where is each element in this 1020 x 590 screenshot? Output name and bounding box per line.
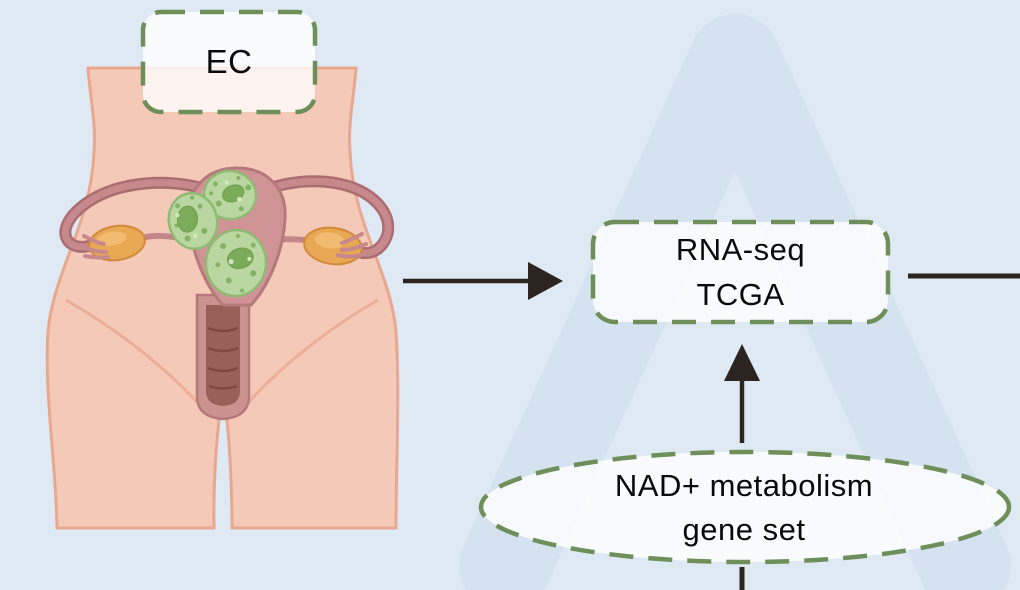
fimbriae <box>78 232 368 260</box>
rnaseq-label-line1: RNA-seq <box>675 232 806 267</box>
vaginal-canal <box>195 293 251 421</box>
ec-label: EC <box>205 43 253 80</box>
arrow-anatomy-to-rnaseq <box>403 262 563 300</box>
rnaseq-tcga-node: RNA-seq TCGA <box>593 222 888 322</box>
rnaseq-label-line2: TCGA <box>696 277 785 312</box>
tumor-masses <box>167 169 268 298</box>
ec-node: EC <box>143 12 315 112</box>
nad-gene-set-node: NAD+ metabolism gene set <box>486 460 1002 556</box>
ec-node-shape <box>140 9 318 115</box>
rnaseq-node-shape <box>590 219 891 325</box>
anatomy-illustration <box>45 66 400 530</box>
nad-label-line2: gene set <box>682 512 806 547</box>
nad-node-shape <box>478 449 1012 565</box>
arrow-nad-to-rnaseq <box>724 344 760 443</box>
nad-label-line1: NAD+ metabolism <box>614 468 874 503</box>
